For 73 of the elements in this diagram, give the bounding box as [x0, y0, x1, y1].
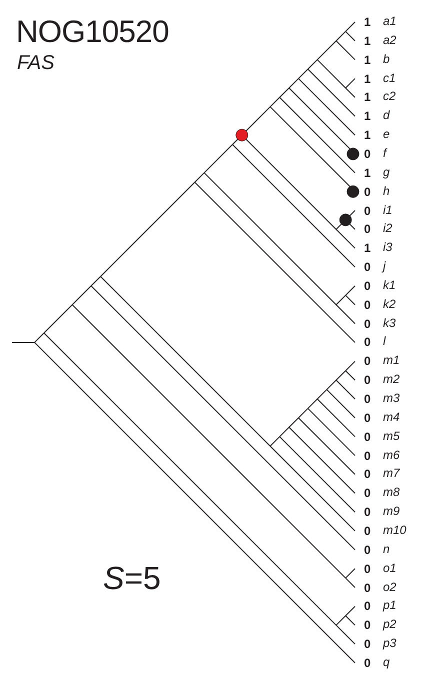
taxon-name: b	[383, 52, 390, 66]
state-value: 0	[364, 392, 371, 406]
state-value: 1	[364, 52, 371, 67]
state-value: 0	[364, 298, 371, 312]
state-value: 0	[364, 637, 371, 652]
taxon-name: k3	[383, 316, 396, 330]
state-value: 0	[364, 373, 371, 388]
taxon-name: c1	[383, 70, 396, 85]
state-value: 1	[364, 15, 371, 29]
state-value: 0	[364, 505, 371, 520]
taxon-name: q	[383, 654, 390, 669]
taxon-name: i3	[383, 240, 392, 254]
taxon-name: g	[383, 164, 390, 179]
state-value: 0	[364, 204, 371, 218]
state-value: 0	[364, 184, 371, 199]
state-value: 0	[364, 260, 371, 274]
taxon-name: i1	[383, 202, 392, 216]
taxon-name: e	[383, 127, 390, 142]
state-value: 0	[364, 618, 371, 632]
state-value: 0	[364, 146, 371, 161]
state-value: 0	[364, 222, 371, 236]
state-value: 0	[364, 354, 371, 368]
state-value: 0	[364, 580, 371, 594]
taxon-name: m9	[383, 504, 400, 518]
taxon-name: m1	[383, 353, 400, 368]
taxon-name: k2	[383, 296, 396, 311]
taxon-name: c2	[383, 89, 396, 104]
taxon-name: p1	[383, 598, 396, 612]
state-value: 0	[364, 467, 371, 482]
taxon-name: m6	[383, 448, 400, 462]
taxon-name: l	[383, 334, 386, 348]
taxon-name: n	[383, 542, 390, 556]
taxon-name: a1	[383, 14, 396, 28]
taxon-name: o2	[383, 580, 396, 594]
taxon-name: k1	[383, 278, 396, 292]
state-value: 0	[364, 599, 371, 614]
state-value: 1	[364, 109, 371, 124]
state-value: 0	[364, 486, 371, 500]
state-value: 0	[364, 430, 371, 444]
steps-statistic: S=5	[103, 560, 161, 597]
state-value: 1	[364, 166, 371, 180]
state-value: 0	[364, 656, 371, 670]
state-value: 0	[364, 524, 371, 538]
state-value: 0	[364, 278, 371, 293]
taxon-name: h	[383, 184, 390, 198]
subtitle: FAS	[17, 52, 54, 75]
state-value: 0	[364, 542, 371, 557]
state-value: 0	[364, 316, 371, 331]
taxon-name: p3	[383, 636, 396, 650]
taxon-name: m5	[383, 428, 400, 443]
taxon-name: m4	[383, 410, 400, 424]
state-value: 1	[364, 128, 371, 142]
state-value: 0	[364, 410, 371, 425]
taxon-name: m10	[383, 522, 406, 537]
taxon-name: m2	[383, 372, 400, 386]
state-value: 1	[364, 90, 371, 104]
taxon-name: o1	[383, 560, 396, 575]
state-value: 1	[364, 241, 371, 256]
taxon-name: f	[383, 146, 386, 160]
state-value: 1	[364, 34, 371, 48]
taxon-name: m3	[383, 391, 400, 405]
state-value: 1	[364, 72, 371, 86]
taxon-name: p2	[383, 617, 396, 632]
title: NOG10520	[16, 14, 169, 50]
taxon-name: i2	[383, 221, 392, 236]
taxon-name: m8	[383, 485, 400, 500]
state-value: 0	[364, 335, 371, 350]
taxon-name: j	[383, 259, 386, 274]
taxon-name: m7	[383, 466, 400, 480]
taxon-name: a2	[383, 32, 396, 47]
state-value: 0	[364, 562, 371, 576]
taxon-name: d	[383, 108, 390, 122]
state-value: 0	[364, 448, 371, 463]
